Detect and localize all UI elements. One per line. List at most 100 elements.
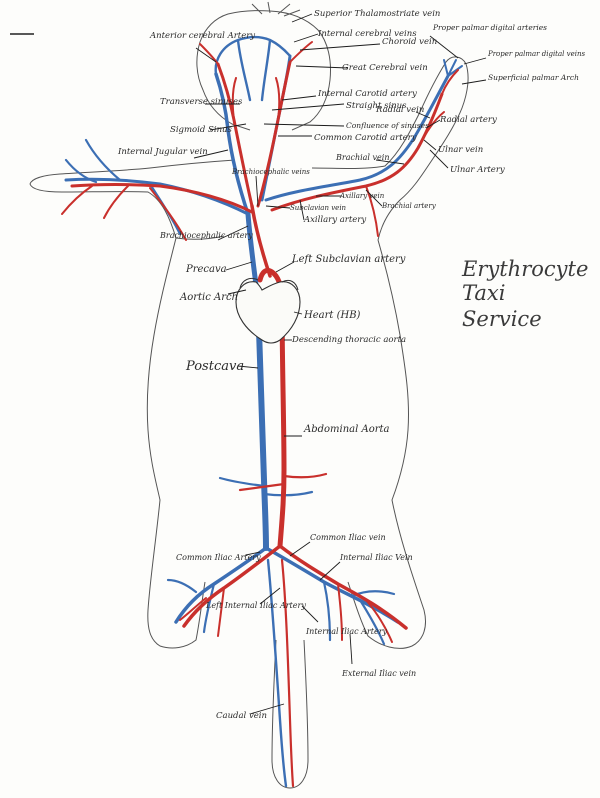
- label-left-internal-iliac-artery: Left Internal Iliac Artery: [205, 601, 306, 610]
- label-brachial-vein: Brachial vein: [335, 153, 390, 162]
- head-outline: [196, 10, 331, 131]
- title-line-3: Service: [462, 307, 542, 331]
- heart-atrium-left: [239, 277, 259, 289]
- label-brachiocephalic-veins: Brachiocephalic veins: [231, 168, 310, 176]
- label-anterior-cerebral-artery: Anterior cerebral Artery: [149, 31, 255, 41]
- leader-line: [263, 123, 345, 127]
- label-radial-vein: Radial vein: [375, 105, 424, 115]
- leader-line: [245, 551, 261, 556]
- leader-line: [275, 261, 295, 273]
- label-abdominal-aorta: Abdominal Aorta: [303, 424, 390, 435]
- leader-line: [293, 33, 319, 43]
- label-internal-iliac-artery: Internal Iliac Artery: [305, 627, 388, 636]
- label-ulnar-artery: Ulnar Artery: [450, 165, 505, 175]
- right-body-outline: [347, 239, 426, 649]
- leader-line: [299, 199, 305, 221]
- right-subclavian-artery-vessel: [270, 92, 444, 212]
- leader-line: [365, 189, 383, 207]
- label-descending-thoracic-aorta: Descending thoracic aorta: [291, 335, 406, 345]
- leader-line: [299, 43, 381, 51]
- left-subclavian-vein-vessel: [64, 177, 250, 216]
- label-axillary-artery: Axillary artery: [303, 215, 366, 225]
- body-outline: [29, 1, 469, 789]
- label-ulnar-vein: Ulnar vein: [438, 145, 483, 155]
- right-arm-outline: [311, 56, 469, 241]
- leader-line: [227, 289, 247, 295]
- label-axillary-vein: Axillary vein: [339, 192, 385, 200]
- leader-line: [415, 111, 431, 119]
- leader-line: [255, 175, 259, 207]
- right-common-carotid-vessel: [256, 60, 292, 208]
- leader-line: [319, 561, 341, 581]
- leader-line: [209, 123, 247, 131]
- leader-line: [301, 605, 319, 623]
- iliac-vein-branches: [166, 578, 396, 646]
- postcava-vessel: [255, 297, 269, 551]
- title-line-1: Erythrocyte: [461, 257, 588, 281]
- left-arm-outline: [29, 159, 236, 240]
- leader-lines: [193, 13, 487, 715]
- leader-line: [225, 261, 253, 271]
- heart: [235, 277, 301, 344]
- left-body-outline: [146, 237, 206, 649]
- leader-line: [265, 205, 291, 209]
- leader-line: [259, 587, 281, 605]
- label-choroid-vein: Choroid vein: [382, 37, 437, 47]
- left-arm-artery-branches: [61, 185, 187, 241]
- left-subclavian-artery-vessel: [70, 183, 254, 214]
- leader-line: [423, 139, 437, 151]
- internal-jugular-vessel: [214, 72, 250, 216]
- tail-outline: [271, 639, 309, 789]
- right-axillary-vein-vessel: [264, 74, 450, 202]
- label-caudal-vein: Caudal vein: [216, 711, 267, 721]
- labels: Superior Thalamostriate vein Internal ce…: [117, 9, 585, 721]
- leader-line: [291, 13, 313, 23]
- label-proper-palmar-digital-arteries: Proper palmar digital arteries: [432, 23, 547, 32]
- label-precava: Precava: [185, 264, 227, 275]
- renal-veins: [218, 476, 314, 497]
- descending-aorta-vessel: [277, 297, 287, 549]
- label-great-cerebral-vein: Great Cerebral vein: [342, 63, 428, 73]
- label-internal-cerebral-veins: Internal cerebral veins: [317, 29, 417, 39]
- label-subclavian-vein: Subclavian vein: [290, 204, 347, 212]
- caudal-artery-vessel: [280, 558, 295, 788]
- label-internal-iliac-vein: Internal Iliac Vein: [339, 553, 413, 562]
- label-aortic-arch: Aortic Arch: [179, 292, 238, 303]
- label-heart: Heart (HB): [303, 310, 361, 321]
- label-confluence-of-sinuses: Confluence of sinuses: [346, 121, 429, 130]
- leader-line: [425, 119, 441, 129]
- arteries: [61, 41, 459, 788]
- leader-line: [249, 703, 285, 715]
- leader-line: [463, 57, 487, 65]
- brain-sinus-vessels: [214, 35, 292, 102]
- label-superior-thalamostriate-vein: Superior Thalamostriate vein: [314, 9, 440, 19]
- label-postcava: Postcava: [185, 359, 244, 374]
- label-common-iliac-vein: Common Iliac vein: [310, 533, 386, 542]
- label-proper-palmar-digital-veins: Proper palmar digital veins: [487, 50, 585, 58]
- title-block: Erythrocyte Taxi Service: [461, 257, 588, 331]
- caudal-vein-vessel: [266, 558, 288, 788]
- label-brachiocephalic-artery: Brachiocephalic artery: [159, 231, 253, 240]
- leader-line: [293, 311, 303, 315]
- leader-line: [429, 35, 459, 59]
- right-arm-artery-branches: [365, 69, 459, 237]
- label-internal-carotid-artery: Internal Carotid artery: [317, 89, 417, 99]
- leader-line: [281, 95, 317, 101]
- heart-atrium-right: [281, 279, 299, 291]
- head-whiskers: [251, 1, 301, 17]
- leader-line: [375, 159, 405, 165]
- leader-line: [461, 79, 487, 85]
- heart-shape: [235, 281, 301, 344]
- leader-line: [295, 65, 349, 69]
- leader-line: [429, 149, 449, 169]
- label-common-iliac-artery: Common Iliac Artery: [176, 553, 261, 562]
- label-sigmoid-sinus: Sigmoid Sinus: [170, 125, 233, 135]
- label-transverse-sinuses: Transverse sinuses: [160, 97, 243, 107]
- cerebral-arteries: [199, 41, 313, 121]
- label-common-carotid-artery: Common Carotid artery: [314, 133, 417, 143]
- label-internal-jugular-vein: Internal Jugular vein: [117, 147, 208, 157]
- leader-line: [195, 47, 217, 63]
- label-left-subclavian-artery: Left Subclavian artery: [291, 254, 406, 265]
- leader-line: [271, 103, 345, 111]
